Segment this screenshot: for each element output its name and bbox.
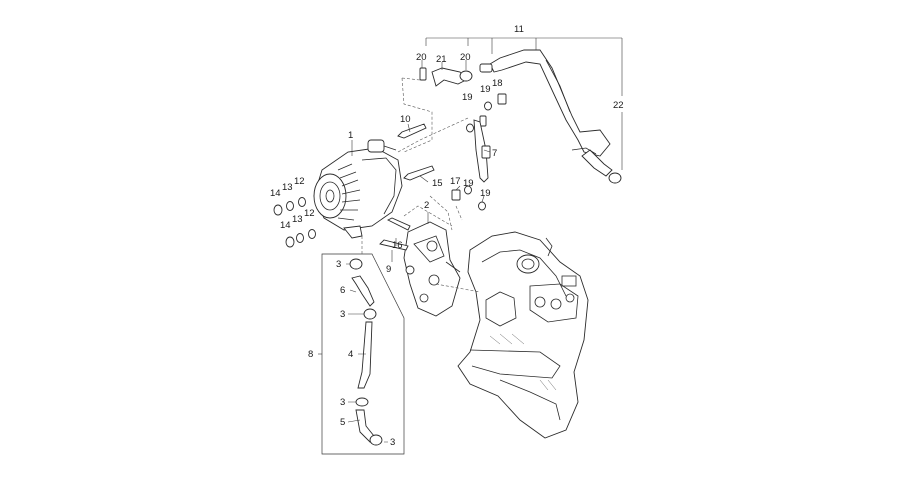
assembly-lines (361, 77, 481, 293)
hose-21 (431, 67, 467, 87)
nut-14-lower (285, 236, 295, 248)
callout-6: 6 (340, 285, 345, 296)
alternator (313, 139, 403, 239)
callout-20-right: 20 (460, 52, 471, 63)
callout-15: 15 (432, 178, 443, 189)
washer-19-low (478, 201, 486, 211)
hose-kit-frame (321, 253, 405, 455)
callout-3-mid: 3 (340, 309, 345, 320)
leader-lines (318, 37, 623, 443)
bolt-9 (379, 239, 409, 251)
callout-7: 7 (492, 148, 497, 159)
bolt-15 (403, 165, 435, 181)
engine-block (457, 231, 589, 439)
callout-17: 17 (450, 176, 461, 187)
washer-12-upper (298, 197, 306, 207)
callout-13-upper: 13 (282, 182, 293, 193)
clamp-3-bottom (369, 434, 383, 446)
callout-3-top: 3 (336, 259, 341, 270)
callout-9: 9 (386, 264, 391, 275)
callout-19-upper: 19 (480, 84, 491, 95)
washer-13-upper (286, 201, 294, 211)
callout-3-lower: 3 (340, 397, 345, 408)
callout-labels: 11 20 21 20 22 19 18 19 10 1 7 15 17 19 … (270, 24, 624, 448)
nut-near-9 (405, 265, 415, 275)
callout-14-upper: 14 (270, 188, 281, 199)
washer-19-upper (484, 101, 492, 111)
callout-12-upper: 12 (294, 176, 305, 187)
washer-19-top (466, 123, 474, 133)
callout-8: 8 (308, 349, 313, 360)
clamp-3-lower (355, 397, 369, 407)
clamp-3-mid (363, 308, 377, 320)
callout-21: 21 (436, 54, 447, 65)
vacuum-pipe-assembly (479, 49, 613, 177)
bolt-16-top (479, 115, 487, 127)
callout-2: 2 (424, 200, 429, 211)
callout-13-lower: 13 (292, 214, 303, 225)
hose-6 (351, 275, 375, 307)
callout-3-bottom: 3 (390, 437, 395, 448)
callout-19-mid: 19 (463, 178, 474, 189)
callout-1: 1 (348, 130, 353, 141)
callout-11: 11 (514, 24, 524, 35)
washer-12-lower (308, 229, 316, 239)
callout-22: 22 (613, 100, 624, 111)
bolt-10 (397, 123, 427, 139)
bolt-16 (386, 217, 411, 231)
callout-12-lower: 12 (304, 208, 315, 219)
washer-13-lower (296, 233, 304, 243)
clamp-3-top (349, 258, 363, 270)
callout-18: 18 (492, 78, 503, 89)
callout-4: 4 (348, 349, 353, 360)
callout-19-top: 19 (462, 92, 473, 103)
bolt-17 (451, 189, 461, 201)
clamp-20-right (459, 70, 473, 82)
callout-20-left: 20 (416, 52, 427, 63)
nut-14-upper (273, 204, 283, 216)
callout-5: 5 (340, 417, 345, 428)
hose-4 (357, 321, 373, 389)
hose-7 (473, 119, 491, 183)
clamp-20-left (419, 67, 427, 81)
callout-14-lower: 14 (280, 220, 291, 231)
callout-10: 10 (400, 114, 411, 125)
callout-19-low: 19 (480, 188, 491, 199)
alternator-bracket (403, 221, 461, 317)
cap-22 (608, 172, 622, 184)
bolt-18 (497, 93, 507, 105)
callout-16: 16 (392, 240, 403, 251)
